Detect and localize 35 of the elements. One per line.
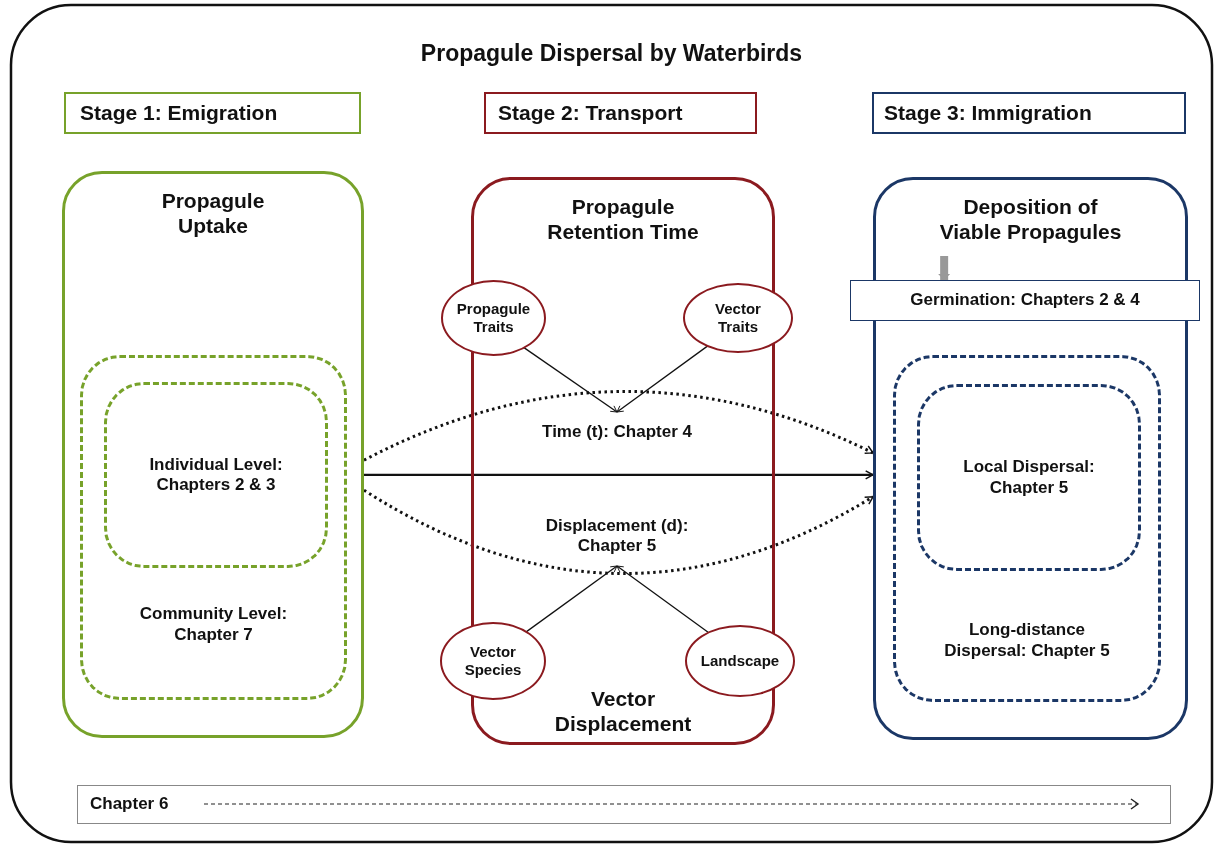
- panel-heading: Propagule Uptake: [160, 188, 266, 239]
- dashed-region: [917, 384, 1141, 571]
- dashed-region: [893, 355, 1161, 702]
- stage-box: [872, 92, 1186, 134]
- diagram-title: Propagule Dispersal by Waterbirds: [419, 40, 804, 67]
- arrow: [616, 565, 709, 633]
- factor-label: Vector Species: [463, 643, 523, 679]
- dashed-region: [104, 382, 328, 568]
- arrow: [523, 347, 618, 413]
- stage-title: Stage 3: Immigration: [884, 100, 1092, 126]
- level-label: Local Dispersal: Chapter 5: [962, 457, 1096, 498]
- arrow: [364, 470, 874, 480]
- chapter-label: Germination: Chapters 2 & 4: [910, 290, 1140, 311]
- panel-heading: Propagule Retention Time: [546, 194, 700, 245]
- chapter-label: Chapter 6: [90, 794, 169, 815]
- stage-title: Stage 1: Emigration: [80, 100, 278, 126]
- stage-box: [484, 92, 757, 134]
- chapter-label: Displacement (d): Chapter 5: [532, 506, 702, 566]
- level-label: Community Level: Chapter 7: [138, 604, 289, 645]
- dashed-region: [80, 355, 347, 700]
- stage-box: [64, 92, 361, 134]
- chapter-box: [850, 280, 1200, 321]
- factor-label: Vector Traits: [714, 300, 762, 336]
- panel-footer: Vector Displacement: [533, 685, 713, 736]
- chapter-box: [77, 785, 1171, 824]
- level-label: Individual Level: Chapters 2 & 3: [148, 454, 284, 496]
- factor-label: Propagule Traits: [455, 300, 532, 336]
- arrow: [363, 488, 874, 575]
- level-label: Long-distance Dispersal: Chapter 5: [943, 620, 1111, 661]
- stage-title: Stage 2: Transport: [498, 100, 683, 126]
- panel-box: [62, 171, 364, 738]
- arrow: [363, 390, 874, 462]
- panel-heading: Deposition of Viable Propagules: [938, 194, 1123, 245]
- chapter-label: Time (t): Chapter 4: [532, 412, 702, 452]
- factor-label: Landscape: [700, 652, 780, 670]
